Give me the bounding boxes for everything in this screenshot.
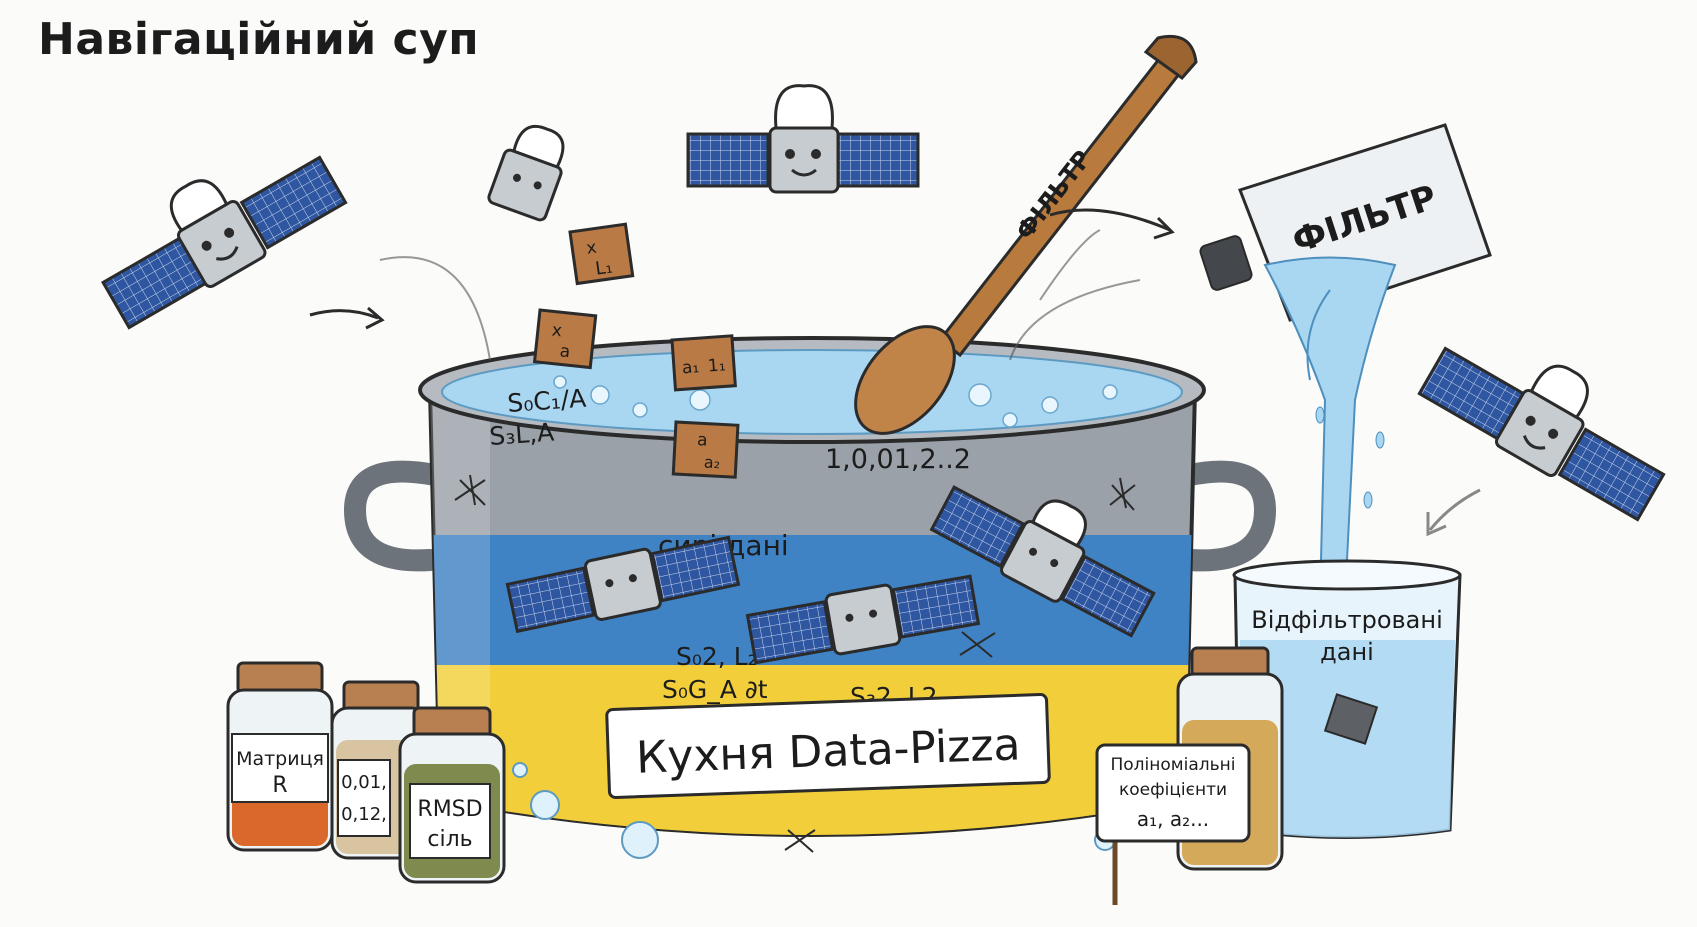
- pot-handle-left: [343, 460, 446, 572]
- number-sequence: 1,0,01,2..2: [825, 444, 971, 475]
- arrow-to-pot-icon: [309, 309, 379, 320]
- pot-handle-right: [1179, 460, 1277, 572]
- cube-1-line-2: L₁: [594, 257, 614, 280]
- pouring-water-stream: [1263, 256, 1397, 601]
- polynomial-sign: Поліноміальні коефіцієнти a₁, a₂...: [1095, 743, 1251, 905]
- sign-line-1: Поліноміальні: [1111, 755, 1236, 775]
- pot-label-card: Кухня Data-Pizza: [605, 693, 1051, 799]
- jar-2-label-line-1: 0,01,: [341, 772, 387, 793]
- letter-cube-1: x L₁: [568, 222, 635, 286]
- spice-jar-1: Матриця R: [226, 661, 334, 852]
- sign-line-2: коефіцієнти: [1119, 780, 1227, 800]
- soup-water: [441, 349, 1183, 435]
- arrow-to-filter-icon: [1049, 208, 1171, 232]
- satellite-in-pot-center: [745, 574, 981, 665]
- satellite-right: [1417, 346, 1666, 522]
- letter-cube-4: a a₂: [671, 420, 740, 479]
- satellite-in-pot-right: [929, 485, 1156, 638]
- satellite-small: [487, 124, 565, 222]
- cube-2-line-1: x: [551, 320, 563, 341]
- sign-line-3: a₁, a₂...: [1137, 807, 1209, 831]
- page-title: Навігаційний суп: [38, 14, 480, 65]
- letter-cube-3: a₁ 1₁: [670, 334, 737, 392]
- letter-cube-2: x a: [532, 308, 598, 370]
- cube-3-line-2: 1₁: [707, 355, 726, 376]
- jar-1-label-line-2: R: [272, 773, 287, 798]
- satellite-top-center: [686, 84, 920, 194]
- formula-band-2: S₀G_A ∂t: [662, 675, 768, 704]
- satellite-in-pot-left: [505, 535, 741, 634]
- cube-4-line-2: a₂: [703, 453, 720, 473]
- cube-3-line-1: a₁: [681, 357, 700, 378]
- jar-3-label-line-1: RMSD: [417, 797, 482, 822]
- cube-1-line-1: x: [585, 238, 598, 259]
- jar-2-label-line-2: 0,12,: [341, 804, 387, 825]
- formula-water-2: S₃L,A: [488, 418, 555, 451]
- jar-1-label-line-1: Матриця: [236, 748, 324, 770]
- jar-3-label-line-2: сіль: [427, 827, 472, 852]
- cube-4-line-1: a: [697, 430, 708, 451]
- glass-label-line-1: Відфільтровані: [1251, 606, 1443, 634]
- spice-jar-3: RMSD сіль: [398, 706, 506, 884]
- glass-label-line-2: дані: [1320, 638, 1374, 666]
- flow-arrows: [309, 208, 1481, 537]
- satellite-top-left: [101, 155, 348, 330]
- formula-band-1: S₀2, L₂: [676, 642, 758, 671]
- arrow-to-glass-icon: [1428, 488, 1481, 531]
- cube-2-line-2: a: [559, 341, 571, 362]
- water-formulas: S₀C₁/A S₃L,A 1,0,01,2..2: [488, 384, 971, 475]
- formula-water-1: S₀C₁/A: [506, 384, 587, 418]
